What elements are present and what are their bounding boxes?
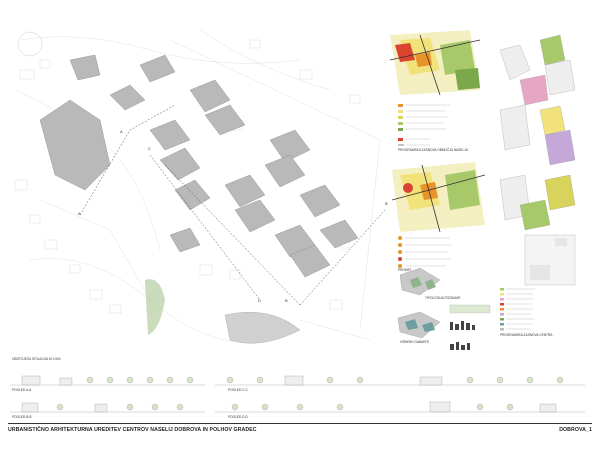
marker-a-top: A	[120, 129, 123, 134]
title-typology-1: TIPOLOGIJA POZIDAVE	[425, 296, 461, 300]
marker-a-bottom: A	[78, 211, 81, 216]
title-right-program: PROGRAMSKA ZASNOVA CENTRA	[500, 333, 553, 337]
volume-diagram-1	[499, 34, 576, 106]
program-floorplan	[524, 234, 576, 286]
title-traffic: PROMET	[398, 268, 412, 272]
street-section-2	[215, 375, 585, 386]
volume-diagram-3	[499, 174, 576, 231]
section-label-4: POGLED D-D	[228, 415, 248, 419]
sheet-number: DOBROVA_1	[559, 427, 592, 433]
title-programming: PROGRAMSKA ZASNOVA OBMOČJA NASELJA	[398, 148, 468, 152]
poster-title: URBANISTIČNO ARHITEKTURNA UREDITEV CENTR…	[8, 427, 257, 433]
footer-bar: URBANISTIČNO ARHITEKTURNA UREDITEV CENTR…	[8, 423, 592, 436]
street-section-3	[10, 402, 205, 413]
section-label-3: POGLED B-B	[12, 415, 32, 419]
program-diagram-bottom	[391, 162, 486, 233]
typology-diagram-1	[399, 267, 441, 296]
marker-b: B	[385, 201, 388, 206]
elevation-strip-2	[450, 342, 470, 350]
section-label-2: POGLED C-C	[228, 388, 248, 392]
section-label-1: POGLED A-A	[12, 388, 32, 392]
plan-caption: OBSTOJEČA SITUACIJA M 1:500	[12, 357, 61, 361]
marker-c: C	[148, 146, 151, 151]
marker-d: D	[258, 298, 261, 303]
street-section-1	[10, 375, 205, 386]
program-diagram-top	[389, 30, 481, 96]
marker-b2: B	[285, 298, 288, 303]
legend-right-program	[500, 288, 535, 331]
title-typology-2: VIŠINSKI GABARITI	[400, 340, 430, 344]
legend-traffic	[398, 236, 452, 268]
volume-diagram-2	[499, 104, 576, 166]
street-section-4	[215, 401, 585, 413]
elevation-strip-1	[450, 321, 475, 330]
typology-diagram-2	[397, 311, 441, 339]
legend-program	[398, 104, 450, 146]
